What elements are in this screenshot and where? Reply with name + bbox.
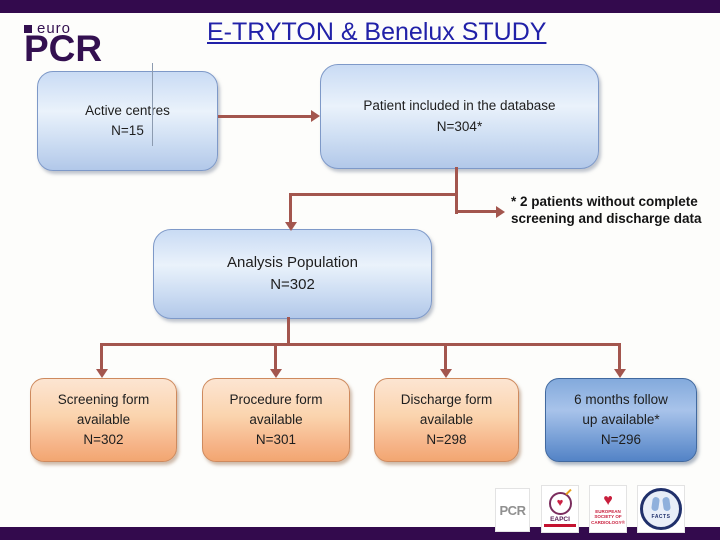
footnote-annotation: * 2 patients without complete screening … (511, 194, 720, 227)
box-screening-line2: available (76, 411, 131, 427)
esc-heart-icon: ♥ (603, 491, 613, 509)
arrow-active-to-patient-head-icon (311, 110, 320, 122)
box-active-centres: Active centres N=15 (37, 71, 218, 171)
box-analysis-line2: N=302 (270, 276, 315, 293)
box-procedure-line2: available (249, 411, 303, 427)
lung-right-icon (662, 496, 671, 512)
box-procedure-line3: N=301 (255, 432, 297, 448)
facts-circle-icon: FACTS (640, 488, 682, 530)
connector-drop-to-analysis-line (289, 193, 292, 223)
box-discharge-form: Discharge form available N=298 (374, 378, 519, 462)
box-patient-line2: N=304* (436, 118, 483, 134)
pcr-logo-text: PCR (499, 502, 526, 518)
box-discharge-line1: Discharge form (400, 391, 493, 407)
arrow-to-followup-head-icon (614, 369, 626, 378)
eapci-tick-icon (564, 488, 572, 495)
arrow-to-note-head-icon (496, 206, 505, 218)
box-followup-line2: up available* (582, 411, 660, 427)
bottom-purple-bar (0, 527, 720, 540)
box-followup-line1: 6 months follow (574, 391, 668, 407)
box-patient-database: Patient included in the database N=304* (320, 64, 599, 169)
arrow-to-analysis-head-icon (285, 222, 297, 231)
distribution-line (100, 343, 621, 346)
facts-logo: FACTS (637, 485, 685, 533)
box-procedure-form: Procedure form available N=301 (202, 378, 350, 462)
arrow-to-screening-head-icon (96, 369, 108, 378)
box-active-line2: N=15 (111, 123, 144, 138)
box-patient-line1: Patient included in the database (363, 98, 556, 114)
top-purple-bar (0, 0, 720, 13)
stray-connector-line (152, 63, 153, 146)
connector-to-note-line (455, 210, 497, 213)
box-screening-line3: N=302 (83, 432, 124, 448)
box-followup-line3: N=296 (600, 432, 642, 448)
drop-followup-line (618, 343, 621, 370)
connector-patient-left-line (289, 193, 458, 196)
drop-screening-line (100, 343, 103, 370)
box-active-line1: Active centres (85, 102, 170, 118)
logo-square-icon (24, 24, 32, 33)
footnote-line2: screening and discharge data (511, 210, 702, 226)
lung-left-icon (651, 496, 660, 512)
box-procedure-line1: Procedure form (229, 391, 323, 407)
eapci-logo-text: EAPCI (550, 515, 570, 523)
logo-euro-text: euro (37, 20, 72, 37)
arrow-to-discharge-head-icon (440, 369, 452, 378)
eapci-logo: ♥ EAPCI (541, 485, 579, 533)
eapci-red-bar (544, 523, 576, 527)
facts-logo-text: FACTS (651, 514, 671, 520)
pcr-logo: PCR (495, 488, 530, 532)
box-screening-line1: Screening form (57, 391, 150, 407)
esc-logo: ♥ EUROPEAN SOCIETY OF CARDIOLOGY® (589, 485, 627, 533)
europcr-logo: euro PCR (24, 20, 102, 67)
arrow-to-procedure-head-icon (270, 369, 282, 378)
europcr-logo-euro-row: euro (24, 20, 102, 37)
drop-discharge-line (444, 343, 447, 370)
box-analysis-population: Analysis Population N=302 (153, 229, 432, 319)
box-screening-form: Screening form available N=302 (30, 378, 177, 462)
eapci-heart-icon: ♥ (548, 488, 572, 515)
arrow-active-to-patient-line (218, 115, 313, 118)
box-discharge-line3: N=298 (426, 432, 467, 448)
connector-analysis-down-line (287, 317, 290, 344)
box-followup: 6 months follow up available* N=296 (545, 378, 697, 462)
box-discharge-line2: available (419, 411, 474, 427)
eapci-heart-glyph: ♥ (556, 496, 564, 509)
box-analysis-line1: Analysis Population (227, 253, 358, 271)
esc-text-line3: CARDIOLOGY® (591, 519, 625, 525)
logo-pcr-text: PCR (24, 28, 103, 69)
footnote-line1: * 2 patients without complete (511, 194, 698, 209)
esc-text-line1: EUROPEAN (595, 508, 621, 514)
connector-patient-down-line (455, 167, 458, 214)
drop-procedure-line (274, 343, 277, 370)
esc-text-line2: SOCIETY OF (594, 514, 622, 520)
slide-title: E-TRYTON & Benelux STUDY (207, 18, 547, 46)
